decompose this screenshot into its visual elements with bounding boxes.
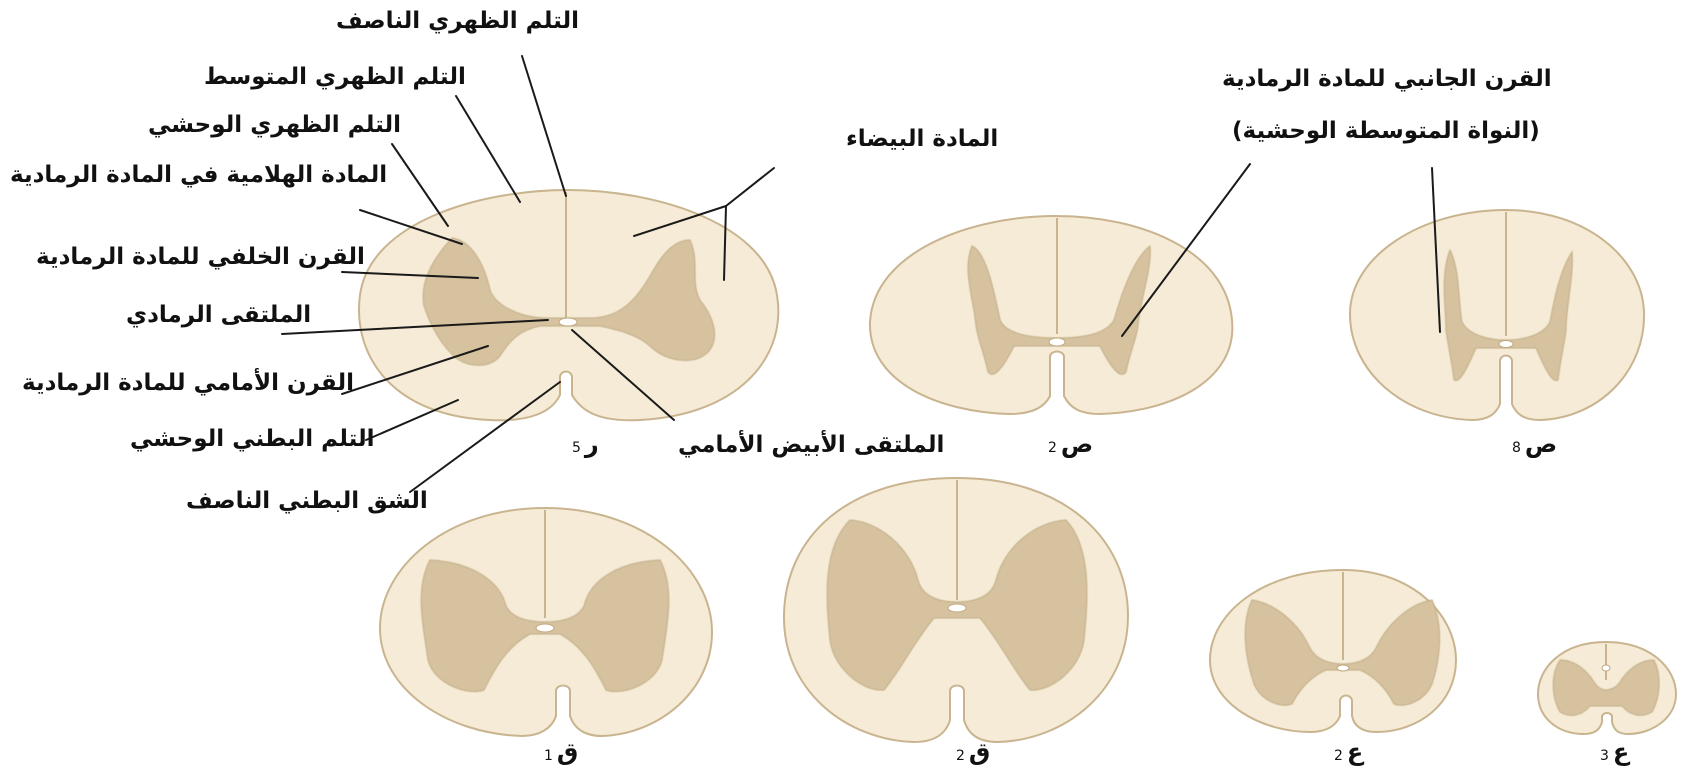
label-dorsal-intermediate-sulcus: التلم الظهري المتوسط bbox=[204, 66, 466, 89]
s3-central-canal bbox=[1602, 665, 1610, 671]
label-substantia-gelatinosa: المادة الهلامية في المادة الرمادية bbox=[10, 164, 387, 187]
caption-l2-number: 2 bbox=[956, 748, 965, 764]
s2-central-canal bbox=[1337, 665, 1349, 671]
section-t8 bbox=[1350, 210, 1644, 420]
label-ventrolateral-sulcus: التلم البطني الوحشي bbox=[130, 428, 375, 451]
leader-dorsal-intermediate-sulcus bbox=[456, 96, 520, 202]
caption-s2-number: 2 bbox=[1334, 748, 1343, 764]
section-s2 bbox=[1210, 570, 1456, 732]
t8-white-matter bbox=[1350, 210, 1644, 420]
caption-t2-number: 2 bbox=[1048, 440, 1057, 456]
section-s3 bbox=[1538, 642, 1676, 734]
caption-l2-letter: ق bbox=[969, 738, 990, 766]
label-lateral-horn: القرن الجانبي للمادة الرمادية bbox=[1222, 68, 1552, 91]
t2-white-matter bbox=[870, 216, 1232, 414]
c5-white-matter bbox=[359, 190, 778, 420]
leader-white-matter-1 bbox=[726, 168, 774, 206]
label-lateral-horn-subtitle: (النواة المتوسطة الوحشية) bbox=[1232, 120, 1540, 143]
caption-c5-number: 5 bbox=[572, 440, 581, 456]
caption-c5-letter: ر bbox=[585, 430, 599, 458]
l2-central-canal bbox=[948, 604, 966, 612]
caption-s3-number: 3 bbox=[1600, 748, 1609, 764]
leader-dorsolateral-sulcus bbox=[392, 144, 448, 226]
label-anterior-white-commissure: الملتقى الأبيض الأمامي bbox=[678, 434, 944, 457]
c5-central-canal bbox=[559, 318, 577, 326]
label-posterior-horn: القرن الخلفي للمادة الرمادية bbox=[36, 246, 365, 269]
caption-l1-number: 1 bbox=[544, 748, 553, 764]
label-dorsal-median-sulcus: التلم الظهري الناصف bbox=[336, 10, 579, 33]
caption-s3-letter: ع bbox=[1613, 738, 1629, 766]
caption-l1-letter: ق bbox=[557, 738, 578, 766]
section-t2 bbox=[870, 216, 1232, 414]
l1-central-canal bbox=[536, 624, 554, 632]
t2-central-canal bbox=[1049, 338, 1065, 346]
label-dorsolateral-sulcus: التلم الظهري الوحشي bbox=[148, 114, 401, 137]
caption-t2-letter: ص bbox=[1061, 430, 1093, 458]
caption-t8-letter: ص bbox=[1525, 430, 1557, 458]
caption-s2-letter: ع bbox=[1347, 738, 1363, 766]
section-l1 bbox=[380, 508, 712, 736]
t8-central-canal bbox=[1499, 341, 1513, 348]
section-l2 bbox=[784, 478, 1128, 742]
label-white-matter: المادة البيضاء bbox=[846, 128, 998, 151]
label-ventral-median-fissure: الشق البطني الناصف bbox=[186, 490, 428, 513]
label-anterior-horn: القرن الأمامي للمادة الرمادية bbox=[22, 372, 354, 395]
leader-dorsal-median-sulcus bbox=[522, 56, 566, 196]
label-gray-commissure: الملتقى الرمادي bbox=[126, 304, 311, 327]
caption-t8-number: 8 bbox=[1512, 440, 1521, 456]
leader-ventrolateral-sulcus bbox=[366, 400, 458, 440]
section-c5 bbox=[359, 190, 778, 420]
